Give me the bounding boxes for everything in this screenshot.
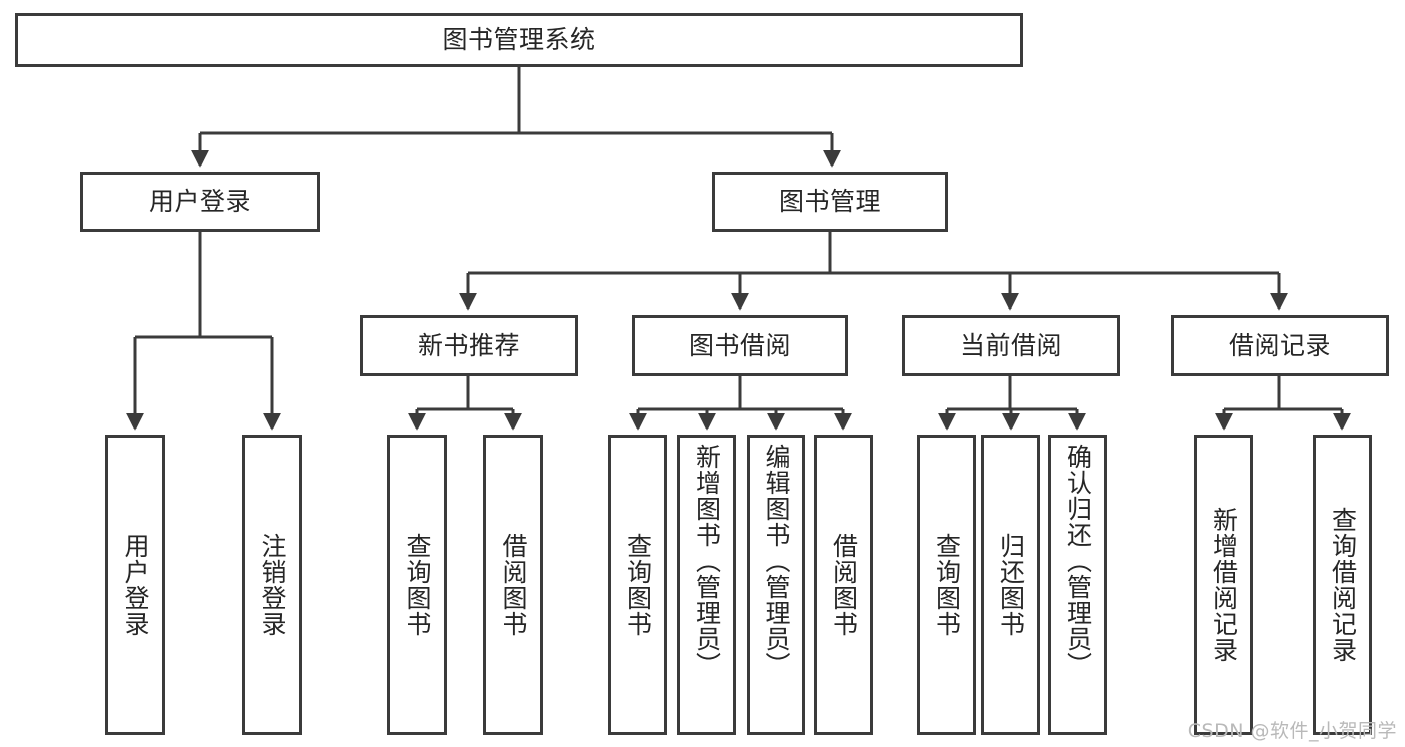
leaf-cb-query-book[interactable]: 查询图书: [917, 435, 976, 735]
node-label: 图书管理系统: [442, 25, 596, 55]
node-user-login[interactable]: 用户登录: [80, 172, 320, 232]
node-label: 用户登录: [121, 533, 150, 637]
node-label: 用户登录: [148, 187, 251, 217]
node-label: 查询借阅记录: [1328, 507, 1358, 663]
leaf-br-add-record[interactable]: 新增借阅记录: [1194, 435, 1253, 735]
node-book-manage[interactable]: 图书管理: [712, 172, 948, 232]
node-label: 新增借阅记录: [1209, 507, 1239, 663]
leaf-br-query-record[interactable]: 查询借阅记录: [1313, 435, 1372, 735]
node-new-book-rec[interactable]: 新书推荐: [360, 315, 578, 376]
leaf-bb-query-book[interactable]: 查询图书: [608, 435, 667, 735]
node-label: 图书借阅: [688, 330, 791, 360]
node-label: 借阅图书: [829, 533, 859, 637]
node-book-borrow[interactable]: 图书借阅: [632, 315, 848, 376]
leaf-user-logout[interactable]: 注销登录: [242, 435, 302, 735]
node-label: 编辑图书（管理员）: [762, 444, 791, 678]
node-label: 注销登录: [258, 533, 287, 637]
node-label: 图书管理: [778, 187, 881, 217]
leaf-cb-return-book[interactable]: 归还图书: [981, 435, 1040, 735]
node-label: 新增图书（管理员）: [692, 444, 722, 678]
leaf-bb-borrow-book[interactable]: 借阅图书: [814, 435, 873, 735]
node-root-system[interactable]: 图书管理系统: [15, 13, 1023, 67]
node-label: 查询图书: [932, 533, 962, 637]
node-current-borrow[interactable]: 当前借阅: [902, 315, 1120, 376]
node-label: 借阅图书: [499, 533, 528, 637]
leaf-nbr-query-book[interactable]: 查询图书: [387, 435, 447, 735]
node-label: 查询图书: [403, 533, 432, 637]
node-label: 借阅记录: [1228, 330, 1331, 360]
node-label: 当前借阅: [959, 330, 1062, 360]
leaf-user-login[interactable]: 用户登录: [105, 435, 165, 735]
node-label: 查询图书: [623, 533, 653, 637]
leaf-bb-add-book[interactable]: 新增图书（管理员）: [677, 435, 736, 735]
csdn-watermark: CSDN @软件_小贺同学: [1187, 720, 1397, 742]
leaf-cb-confirm-return[interactable]: 确认归还（管理员）: [1048, 435, 1107, 735]
node-borrow-record[interactable]: 借阅记录: [1171, 315, 1389, 376]
node-label: 确认归还（管理员）: [1063, 444, 1093, 678]
leaf-nbr-borrow-book[interactable]: 借阅图书: [483, 435, 543, 735]
node-label: 归还图书: [996, 533, 1026, 637]
node-label: 新书推荐: [417, 330, 520, 360]
leaf-bb-edit-book[interactable]: 编辑图书（管理员）: [747, 435, 805, 735]
